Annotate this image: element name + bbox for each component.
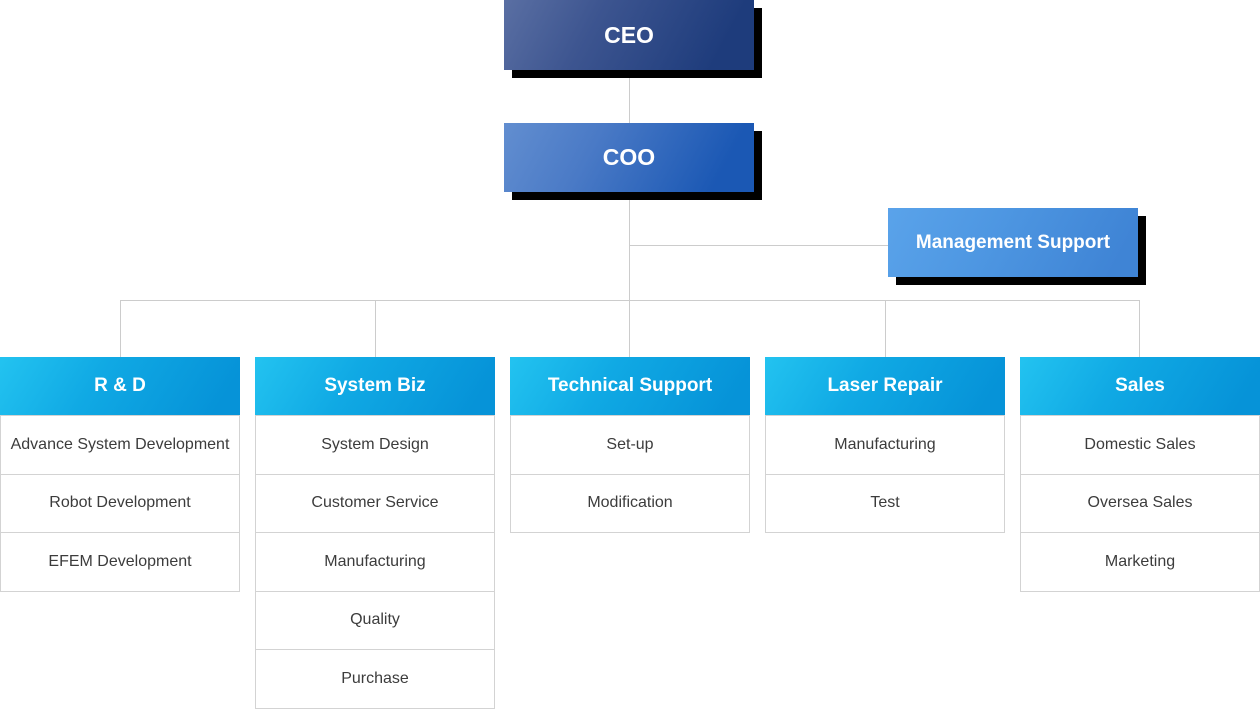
dept-row: Customer Service — [255, 474, 495, 533]
dept-row: Marketing — [1020, 533, 1260, 592]
dept-header-rd: R & D — [0, 357, 240, 415]
dept-header-laser-repair: Laser Repair — [765, 357, 1005, 415]
connector-drop-system-biz — [375, 300, 376, 357]
connector-drop-rd — [120, 300, 121, 357]
dept-row: System Design — [255, 415, 495, 475]
dept-column-rd: R & D Advance System Development Robot D… — [0, 357, 240, 592]
dept-row: Modification — [510, 474, 750, 533]
connector-drop-technical-support — [629, 300, 630, 357]
connector-drop-laser-repair — [885, 300, 886, 357]
dept-row: Test — [765, 474, 1005, 533]
dept-row: Domestic Sales — [1020, 415, 1260, 475]
dept-header-label: Sales — [1115, 375, 1165, 396]
dept-row: Manufacturing — [765, 415, 1005, 475]
dept-header-system-biz: System Biz — [255, 357, 495, 415]
dept-row: Purchase — [255, 650, 495, 709]
dept-header-label: System Biz — [324, 375, 426, 396]
dept-row: Robot Development — [0, 474, 240, 533]
management-support-label: Management Support — [915, 231, 1111, 253]
coo-box: COO — [504, 123, 754, 192]
dept-header-label: Technical Support — [547, 375, 713, 396]
dept-header-label: Laser Repair — [827, 375, 943, 396]
connector-drop-sales — [1139, 300, 1140, 357]
dept-column-technical-support: Technical Support Set-up Modification — [510, 357, 750, 533]
ceo-label: CEO — [604, 21, 654, 48]
dept-column-sales: Sales Domestic Sales Oversea Sales Marke… — [1020, 357, 1260, 592]
dept-column-system-biz: System Biz System Design Customer Servic… — [255, 357, 495, 709]
dept-row: Advance System Development — [0, 415, 240, 475]
management-support-box: Management Support — [888, 208, 1138, 277]
dept-row: Manufacturing — [255, 533, 495, 592]
dept-column-laser-repair: Laser Repair Manufacturing Test — [765, 357, 1005, 533]
ceo-box: CEO — [504, 0, 754, 70]
dept-header-label: R & D — [94, 375, 146, 396]
dept-row: Oversea Sales — [1020, 474, 1260, 533]
dept-row: EFEM Development — [0, 533, 240, 592]
dept-header-technical-support: Technical Support — [510, 357, 750, 415]
connector-management-support — [630, 245, 888, 246]
connector-coo-trunk — [629, 200, 630, 300]
connector-ceo-coo — [629, 77, 630, 123]
dept-header-sales: Sales — [1020, 357, 1260, 415]
dept-row: Quality — [255, 591, 495, 650]
coo-label: COO — [602, 144, 656, 170]
dept-row: Set-up — [510, 415, 750, 475]
